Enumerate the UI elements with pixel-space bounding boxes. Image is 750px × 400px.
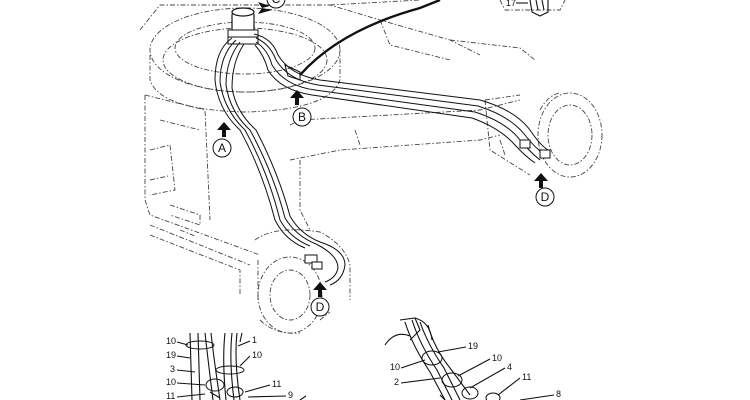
detail-top-right: 17 — [506, 0, 549, 17]
swivel-joint — [227, 7, 259, 45]
part-number-19: 19 — [166, 350, 176, 360]
callout-C: C — [258, 0, 286, 14]
callout-A: A — [212, 122, 232, 158]
detail-bottom-left: 10 19 3 10 11 1 10 11 9 — [166, 332, 307, 400]
callout-letter-D: D — [541, 190, 550, 204]
detail-right-hoses — [384, 317, 501, 400]
part-number-8: 8 — [556, 389, 561, 399]
callout-letter-C: C — [272, 0, 281, 6]
part-number-2: 2 — [394, 377, 399, 387]
part-number-11: 11 — [522, 372, 531, 382]
callout-letter-A: A — [218, 141, 226, 155]
callout-letter-B: B — [298, 110, 306, 124]
part-number-17: 17 — [506, 0, 516, 8]
part-number-9: 9 — [288, 390, 293, 400]
part-number-3: 3 — [170, 364, 175, 374]
detail-left-hoses — [185, 332, 245, 400]
callout-B: B — [290, 90, 312, 127]
part-number-10: 10 — [166, 377, 176, 387]
part-number-10: 10 — [166, 336, 176, 346]
part-number-10: 10 — [390, 362, 400, 372]
machine-chassis-outline — [139, 0, 603, 334]
part-number-11: 11 — [272, 379, 281, 389]
callout-D-right: D — [534, 173, 555, 207]
callout-letter-D: D — [316, 300, 325, 314]
part-number-4: 4 — [507, 362, 512, 372]
part-number-10: 10 — [252, 350, 262, 360]
part-number-19: 19 — [468, 341, 478, 351]
part-number-10: 10 — [492, 353, 502, 363]
hydraulic-hoses — [214, 0, 551, 286]
part-number-1: 1 — [252, 335, 257, 345]
detail-bottom-right: 10 2 19 10 4 11 8 — [384, 317, 561, 400]
part-number-11: 11 — [166, 391, 175, 400]
callout-D-left: D — [310, 282, 330, 317]
